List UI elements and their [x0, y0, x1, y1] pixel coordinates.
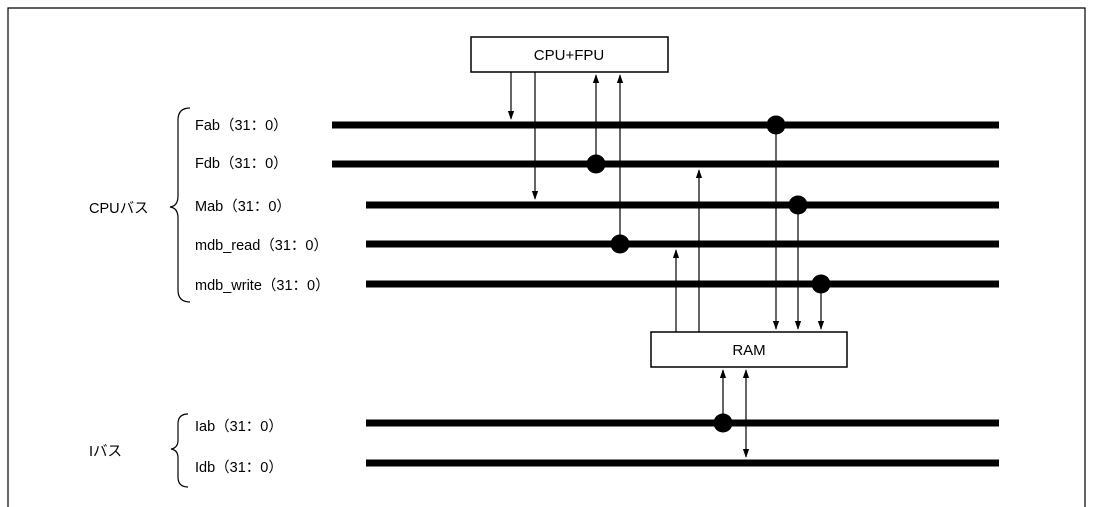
ram-box [650, 331, 848, 368]
bus-label-iab: Iab（31：0） [195, 418, 283, 435]
figure-frame [7, 7, 1086, 507]
bus-label-fdb: Fdb（31：0） [195, 155, 288, 172]
i-bus-group-label: Iバス [89, 444, 122, 460]
bus-label-fab: Fab（31：0） [195, 117, 288, 134]
junction-dot-mdb-read [610, 234, 630, 254]
bus-label-mab: Mab（31：0） [195, 198, 291, 215]
i-bus-brace [170, 413, 189, 488]
bus-label-mdb-write: mdb_write（31：0） [195, 277, 330, 294]
junction-dot-mab [788, 195, 808, 215]
ram-block: RAM [650, 331, 848, 368]
cpu-fpu-box [470, 36, 669, 73]
bus-label-mdb-read: mdb_read（31：0） [195, 237, 328, 254]
junction-dot-fdb [586, 154, 606, 174]
cpu-fpu-block: CPU+FPU [470, 36, 669, 73]
cpu-bus-brace [169, 107, 191, 303]
bus-label-idb: Idb（31：0） [195, 459, 283, 476]
ram-label: RAM [732, 342, 765, 359]
junction-dot-iab [713, 413, 733, 433]
junction-dot-mdb-write [811, 274, 831, 294]
cpu-bus-group-label: CPUバス [89, 201, 149, 217]
cpu-fpu-label: CPU+FPU [534, 47, 604, 64]
junction-dot-fab [766, 115, 786, 135]
